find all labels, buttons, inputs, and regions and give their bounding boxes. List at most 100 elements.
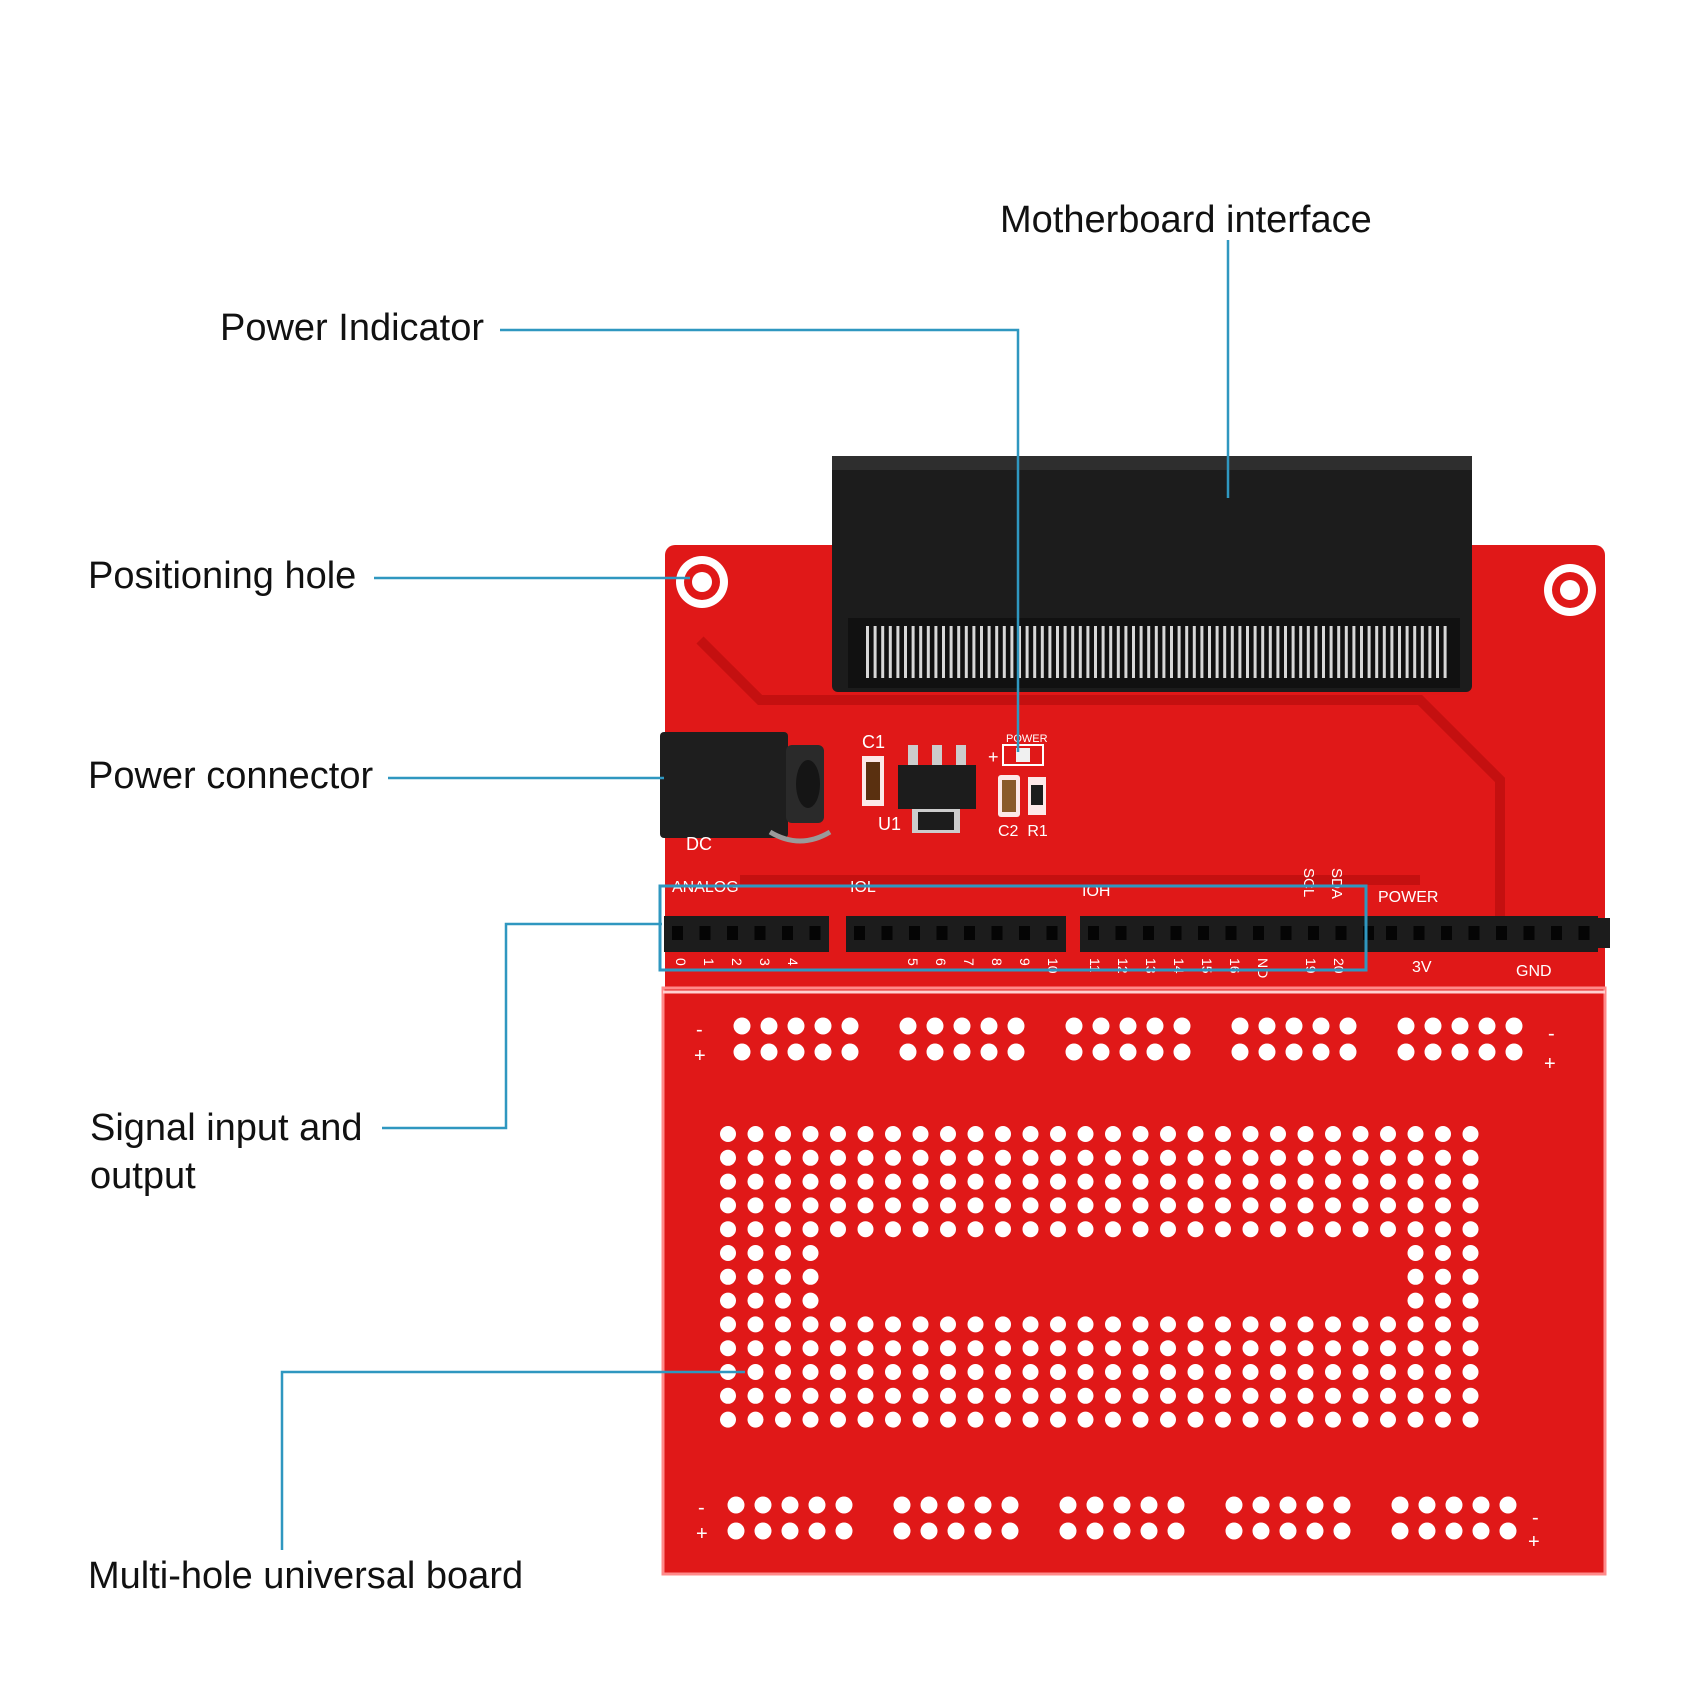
grid-hole	[857, 1340, 874, 1357]
rail-hole	[1092, 1043, 1110, 1061]
connector-pin	[1025, 626, 1029, 678]
grid-hole	[802, 1245, 819, 1261]
header-socket	[782, 926, 793, 940]
rail-hole	[1505, 1017, 1523, 1035]
grid-hole	[912, 1221, 929, 1238]
grid-hole	[912, 1340, 929, 1357]
grid-hole	[1160, 1149, 1176, 1166]
header-socket	[809, 926, 821, 940]
header-socket	[1253, 926, 1264, 940]
grid-hole	[1215, 1316, 1231, 1333]
grid-hole	[1132, 1340, 1149, 1357]
rail-hole	[1306, 1496, 1324, 1514]
header-socket	[727, 926, 738, 940]
rail-hole	[814, 1017, 832, 1035]
grid-hole	[1352, 1411, 1369, 1428]
grid-hole	[747, 1149, 764, 1166]
connector-pin	[1154, 626, 1158, 678]
positioning-hole-left	[676, 556, 728, 608]
grid-hole	[1435, 1411, 1451, 1428]
grid-hole	[775, 1173, 791, 1190]
grid-hole	[775, 1411, 791, 1428]
connector-pin	[866, 626, 869, 678]
connector-pin	[1109, 626, 1113, 678]
grid-hole	[1050, 1340, 1066, 1357]
grid-hole	[1462, 1221, 1479, 1238]
grid-hole	[995, 1126, 1011, 1142]
header-socket	[672, 926, 683, 940]
grid-hole	[747, 1411, 764, 1428]
rail-hole	[1258, 1017, 1276, 1035]
grid-hole	[747, 1126, 764, 1142]
grid-hole	[885, 1316, 901, 1333]
grid-hole	[1105, 1221, 1121, 1238]
grid-hole	[912, 1197, 929, 1214]
grid-hole	[1022, 1340, 1039, 1357]
grid-hole	[1242, 1411, 1259, 1428]
rail-hole	[1285, 1017, 1303, 1035]
connector-pin	[1063, 626, 1067, 678]
grid-hole	[857, 1387, 874, 1404]
rail-hole	[980, 1043, 998, 1061]
signal-highlight-box	[658, 884, 1368, 972]
grid-hole	[1160, 1364, 1176, 1380]
grid-hole	[720, 1149, 736, 1166]
connector-pin	[1360, 626, 1363, 678]
grid-hole	[1022, 1364, 1039, 1380]
pin-number: 1	[701, 958, 717, 966]
grid-hole	[1242, 1173, 1259, 1190]
grid-hole	[1187, 1411, 1204, 1428]
grid-hole	[1215, 1173, 1231, 1190]
grid-hole	[775, 1268, 791, 1285]
grid-hole	[995, 1387, 1011, 1404]
grid-hole	[720, 1268, 736, 1285]
rail-hole	[1065, 1017, 1083, 1035]
grid-hole	[912, 1411, 929, 1428]
grid-hole	[1407, 1197, 1424, 1214]
rail-hole	[1231, 1043, 1249, 1061]
grid-hole	[967, 1173, 984, 1190]
connector-pin	[1436, 626, 1439, 678]
rail-hole	[1472, 1496, 1490, 1514]
grid-hole	[1352, 1197, 1369, 1214]
connector-pin	[972, 626, 976, 678]
connector-pin	[964, 626, 968, 678]
grid-hole	[1215, 1149, 1231, 1166]
connector-pin	[1215, 626, 1219, 678]
grid-hole	[1407, 1126, 1424, 1142]
pin-number: 9	[1017, 958, 1033, 966]
grid-hole	[775, 1364, 791, 1380]
grid-hole	[802, 1149, 819, 1166]
rail-hole	[1312, 1043, 1330, 1061]
grid-hole	[1352, 1173, 1369, 1190]
grid-hole	[1160, 1173, 1176, 1190]
grid-hole	[885, 1149, 901, 1166]
grid-hole	[940, 1149, 956, 1166]
grid-hole	[1160, 1197, 1176, 1214]
connector-pin	[942, 626, 945, 678]
grid-hole	[1050, 1364, 1066, 1380]
rail-hole	[953, 1017, 971, 1035]
grid-hole	[1187, 1221, 1204, 1238]
grid-hole	[1462, 1364, 1479, 1380]
rail-hole	[1397, 1043, 1415, 1061]
connector-pin	[1291, 626, 1295, 678]
grid-hole	[912, 1173, 929, 1190]
header-socket	[1280, 926, 1292, 940]
rail-hole	[787, 1017, 805, 1035]
grid-hole	[940, 1316, 956, 1333]
connector-pin	[1086, 626, 1090, 678]
rail-hole	[974, 1522, 992, 1540]
grid-hole	[1435, 1387, 1451, 1404]
grid-hole	[1160, 1221, 1176, 1238]
rail-hole	[733, 1017, 751, 1035]
rail-hole	[1451, 1043, 1469, 1061]
rail-hole	[1140, 1496, 1158, 1514]
grid-hole	[1215, 1364, 1231, 1380]
header-socket	[1578, 926, 1590, 940]
rail-hole	[926, 1017, 944, 1035]
rail-hole	[814, 1043, 832, 1061]
connector-pin	[1314, 626, 1318, 678]
grid-hole	[940, 1126, 956, 1142]
